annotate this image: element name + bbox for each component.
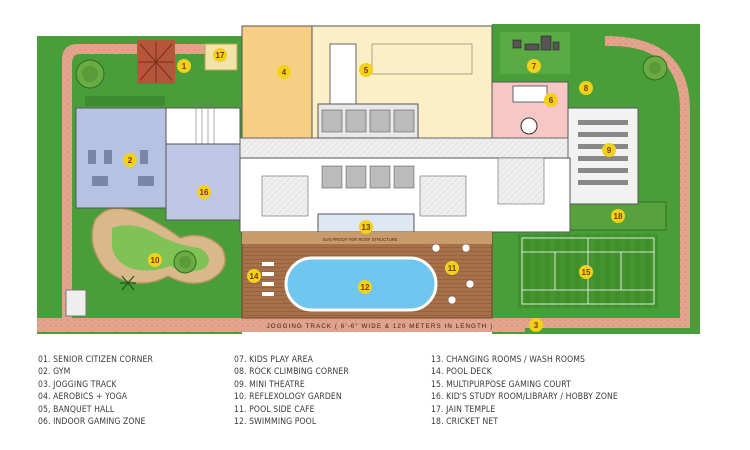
marker-15: 15 <box>579 265 593 279</box>
legend-column-3: 13. CHANGING ROOMS / WASH ROOMS 14. POOL … <box>431 354 618 428</box>
marker-circle <box>544 93 558 107</box>
tree-icon <box>173 250 197 274</box>
marker-number: 2 <box>128 156 133 165</box>
marker-12: 12 <box>358 280 372 294</box>
legend-item: 14. POOL DECK <box>431 367 492 378</box>
marker-circle <box>197 185 211 199</box>
tree-icon <box>75 59 105 89</box>
marker-number: 16 <box>200 188 209 197</box>
legend-column-2: 07. KIDS PLAY AREA 08. ROCK CLIMBING CORN… <box>234 354 349 428</box>
marker-number: 14 <box>250 272 259 281</box>
site-plan: SUN PROOF FOR ROOF STRUCTURE 12345678910… <box>37 24 700 334</box>
marker-17: 17 <box>213 48 227 62</box>
marker-14: 14 <box>247 269 261 283</box>
marker-number: 12 <box>361 283 370 292</box>
shrub-icon <box>120 275 136 291</box>
legend-item: 16. KID'S STUDY ROOM/LIBRARY / HOBBY ZON… <box>431 392 618 403</box>
legend-item: 17. JAIN TEMPLE <box>431 404 496 415</box>
pool-deck-strip-label: SUN PROOF FOR ROOF STRUCTURE <box>322 237 397 242</box>
marker-number: 1 <box>182 62 187 71</box>
marker-circle <box>579 81 593 95</box>
marker-circle <box>529 318 543 332</box>
marker-circle <box>602 143 616 157</box>
marker-number: 3 <box>534 321 539 330</box>
marker-7: 7 <box>527 59 541 73</box>
marker-16: 16 <box>197 185 211 199</box>
marker-circle <box>213 48 227 62</box>
marker-number: 8 <box>584 84 589 93</box>
marker-circle <box>358 280 372 294</box>
marker-circle <box>527 59 541 73</box>
marker-circle <box>148 253 162 267</box>
legend-item: 08. ROCK CLIMBING CORNER <box>234 367 349 378</box>
marker-number: 17 <box>216 51 225 60</box>
marker-number: 4 <box>282 68 287 77</box>
pool-zone: SUN PROOF FOR ROOF STRUCTURE <box>241 231 493 319</box>
marker-circle <box>177 59 191 73</box>
marker-number: 13 <box>362 223 371 232</box>
legend-item: 11. POOL SIDE CAFE <box>234 404 315 415</box>
marker-5: 5 <box>359 63 373 77</box>
marker-4: 4 <box>277 65 291 79</box>
legend-item: 13. CHANGING ROOMS / WASH ROOMS <box>431 355 586 365</box>
marker-circle <box>611 209 625 223</box>
marker-1: 1 <box>177 59 191 73</box>
marker-10: 10 <box>148 253 162 267</box>
legend-item: 12. SWIMMING POOL <box>234 416 317 427</box>
legend-item: 05, BANQUET HALL <box>38 404 115 415</box>
marker-11: 11 <box>445 261 459 275</box>
legend-item: 15. MULTIPURPOSE GAMING COURT <box>431 379 571 390</box>
marker-circle <box>445 261 459 275</box>
marker-circle <box>277 65 291 79</box>
legend-item: 18. CRICKET NET <box>431 416 499 427</box>
marker-number: 7 <box>532 62 537 71</box>
legend-item: 10. REFLEXOLOGY GARDEN <box>234 392 342 403</box>
legend-item: 06. INDOOR GAMING ZONE <box>38 416 146 427</box>
study-room <box>165 143 241 221</box>
marker-2: 2 <box>123 153 137 167</box>
marker-number: 11 <box>448 264 457 273</box>
tree-icon <box>642 55 668 81</box>
marker-3: 3 <box>529 318 543 332</box>
marker-8: 8 <box>579 81 593 95</box>
marker-6: 6 <box>544 93 558 107</box>
aerobics-yoga <box>241 25 313 139</box>
marker-circle <box>123 153 137 167</box>
legend-item: 09. MINI THEATRE <box>234 379 305 390</box>
marker-circle <box>579 265 593 279</box>
marker-number: 18 <box>614 212 623 221</box>
marker-circle <box>359 63 373 77</box>
marker-9: 9 <box>602 143 616 157</box>
marker-18: 18 <box>611 209 625 223</box>
marker-13: 13 <box>359 220 373 234</box>
legend-item: 01. SENIOR CITIZEN CORNER <box>38 355 153 365</box>
clubhouse-building <box>75 25 639 233</box>
legend-item: 03. JOGGING TRACK <box>38 379 117 390</box>
marker-number: 6 <box>549 96 554 105</box>
jogging-track <box>37 318 525 332</box>
legend-item: 02. GYM <box>38 367 71 378</box>
marker-number: 10 <box>151 256 160 265</box>
legend-item: 07. KIDS PLAY AREA <box>234 355 314 365</box>
marker-number: 9 <box>607 146 612 155</box>
marker-number: 5 <box>364 66 369 75</box>
marker-number: 15 <box>582 268 591 277</box>
marker-circle <box>247 269 261 283</box>
jogging-track-label: JOGGING TRACK ( 6'-6" WIDE & 120 METERS … <box>267 323 494 330</box>
marker-circle <box>359 220 373 234</box>
legend-item: 04. AEROBICS + YOGA <box>38 392 128 403</box>
